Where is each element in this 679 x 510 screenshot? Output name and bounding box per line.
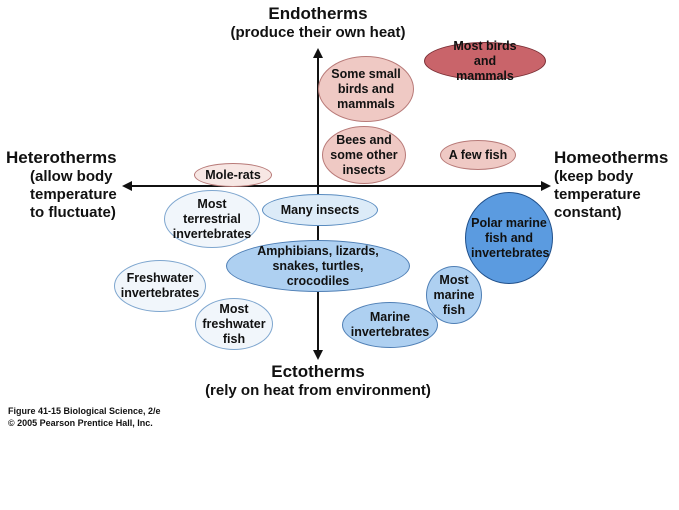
ellipse-label: Most birds and mammals [453,38,517,83]
heterotherms-title: Heterotherms [6,148,117,167]
ellipse-label: Amphibians, lizards, snakes, turtles, cr… [257,243,379,288]
ellipse-label: Most marine fish [433,272,475,317]
ellipse-label: Many insects [280,202,360,217]
heterotherms-line1: (allow body [30,168,113,186]
ellipse-polar-marine: Polar marine fish and invertebrates [465,192,553,284]
ellipse-mole-rats: Mole-rats [194,163,272,187]
ellipse-label: Some small birds and mammals [331,66,401,111]
endotherms-subtitle: (produce their own heat) [230,24,406,41]
ellipse-label: A few fish [448,147,508,162]
ellipse-label: Most terrestrial invertebrates [172,196,252,241]
homeotherms-label: Homeotherms (keep body temperature const… [554,148,679,222]
ellipse-freshwater-invertebrates: Freshwater invertebrates [114,260,206,312]
homeotherms-line2: temperature [554,186,641,204]
figure-caption: Figure 41-15 Biological Science, 2/e © 2… [8,406,161,429]
homeotherms-line1: (keep body [554,168,634,186]
heterotherms-line2: temperature [30,186,117,204]
ellipse-some-small-birds: Some small birds and mammals [318,56,414,122]
caption-line1: Figure 41-15 Biological Science, 2/e [8,406,161,416]
ectotherms-title: Ectotherms [271,362,365,381]
heterotherms-line3: to fluctuate) [30,204,116,222]
ellipse-most-birds-mammals: Most birds and mammals [424,39,546,83]
ellipse-label: Polar marine fish and invertebrates [471,215,550,260]
ellipse-label: Mole-rats [205,167,261,182]
ellipse-most-freshwater-fish: Most freshwater fish [195,298,273,350]
ellipse-label: Bees and some other insects [330,132,398,177]
heterotherms-label: Heterotherms (allow body temperature to … [6,148,136,222]
ellipse-terrestrial-invertebrates: Most terrestrial invertebrates [164,190,260,248]
homeotherms-line3: constant) [554,204,622,222]
caption-line2: © 2005 Pearson Prentice Hall, Inc. [8,417,153,428]
ellipse-amphibians: Amphibians, lizards, snakes, turtles, cr… [226,240,410,292]
ellipse-bees: Bees and some other insects [322,126,406,184]
ellipse-few-fish: A few fish [440,140,516,170]
ellipse-many-insects: Many insects [262,194,378,226]
homeotherms-title: Homeotherms [554,148,669,167]
ellipse-most-marine-fish: Most marine fish [426,266,482,324]
ellipse-label: Freshwater invertebrates [120,271,200,300]
ectotherms-subtitle: (rely on heat from environment) [205,382,431,399]
ellipse-label: Most freshwater fish [202,301,266,346]
ellipse-label: Marine invertebrates [350,310,430,339]
ellipse-marine-invertebrates: Marine invertebrates [342,302,438,348]
endotherms-title: Endotherms [268,4,368,23]
